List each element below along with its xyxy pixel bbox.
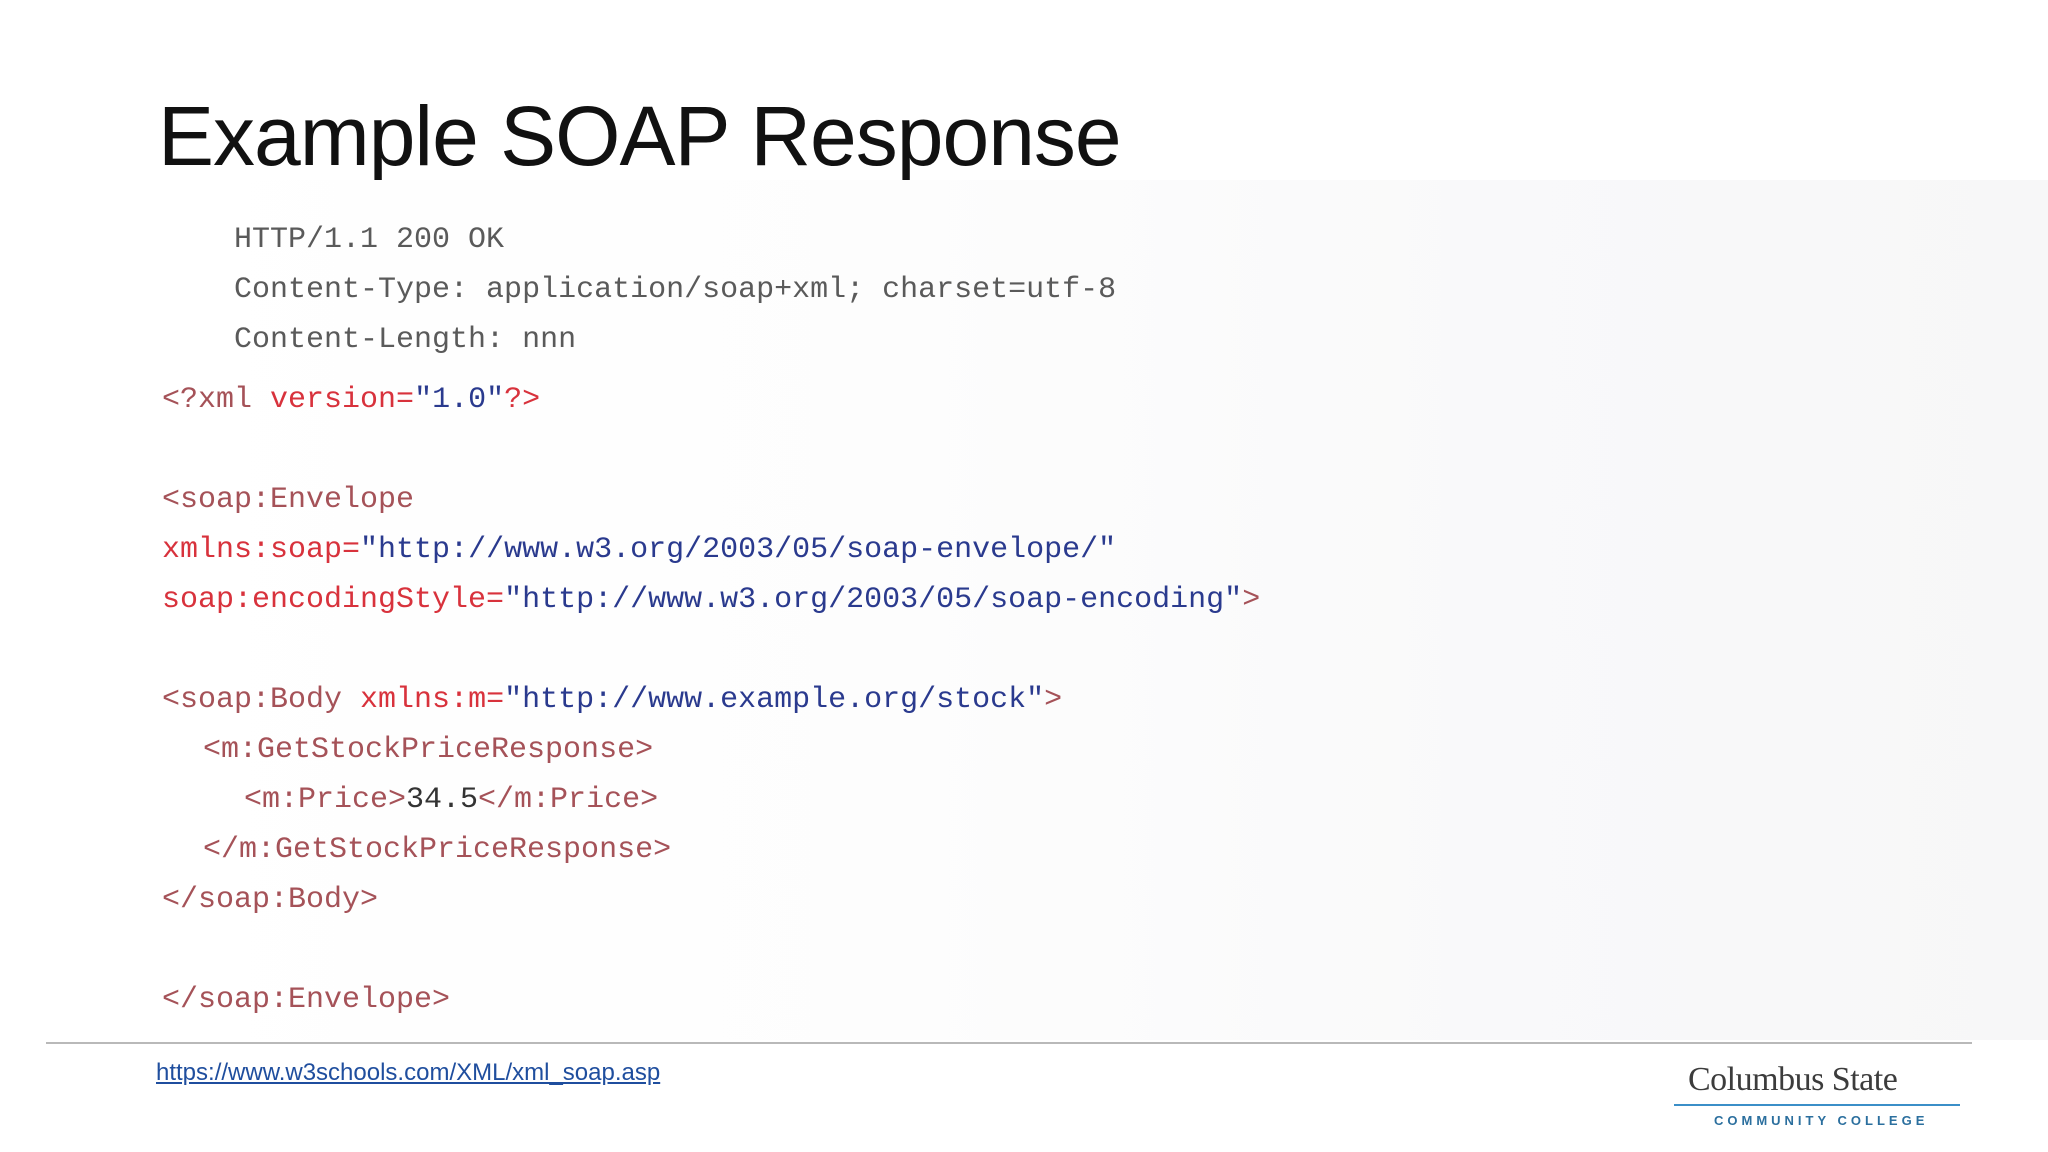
logo-subtitle: COMMUNITY COLLEGE (1714, 1113, 1929, 1128)
encoding-style-close: > (1242, 583, 1261, 617)
footer-divider (46, 1042, 1972, 1044)
xml-decl-attr: version= (270, 383, 415, 417)
code-line-response-close: </m:GetStockPriceResponse> (203, 830, 671, 870)
body-close-tag: </soap:Body> (162, 883, 379, 917)
price-close-tag: </m:Price> (478, 783, 659, 817)
encoding-style-value: "http://www.w3.org/2003/05/soap-encoding… (504, 583, 1243, 617)
envelope-open-tag: <soap:Envelope (162, 483, 415, 517)
body-open-tag: <soap:Body (162, 683, 361, 717)
logo-name: Columbus State (1688, 1061, 1898, 1098)
response-close-tag: </m:GetStockPriceResponse> (203, 833, 672, 867)
code-sample: HTTP/1.1 200 OK Content-Type: applicatio… (150, 180, 2048, 1040)
code-line-body-open: <soap:Body xmlns:m="http://www.example.o… (162, 680, 1062, 720)
body-xmlns-value: "http://www.example.org/stock" (504, 683, 1045, 717)
http-status-text: HTTP/1.1 200 OK (234, 223, 505, 257)
envelope-close-tag: </soap:Envelope> (162, 983, 451, 1017)
response-open-tag: <m:GetStockPriceResponse> (203, 733, 654, 767)
encoding-style-attr: soap:encodingStyle= (162, 583, 505, 617)
code-line-content-length: Content-Length: nnn (162, 280, 576, 400)
price-open-tag: <m:Price> (244, 783, 407, 817)
content-length-text: Content-Length: nnn (234, 323, 577, 357)
body-xmlns-attr: xmlns:m= (360, 683, 505, 717)
price-value: 34.5 (406, 783, 479, 817)
code-line-encoding-style: soap:encodingStyle="http://www.w3.org/20… (162, 580, 1260, 620)
code-line-xmlns-soap: xmlns:soap="http://www.w3.org/2003/05/so… (162, 530, 1116, 570)
source-link[interactable]: https://www.w3schools.com/XML/xml_soap.a… (156, 1059, 661, 1086)
columbus-state-logo: Columbus State COMMUNITY COLLEGE (1672, 1060, 1962, 1136)
body-open-close: > (1044, 683, 1063, 717)
code-line-content-type: Content-Type: application/soap+xml; char… (162, 230, 1116, 350)
code-line-envelope-open: <soap:Envelope (162, 480, 414, 520)
code-line-envelope-close: </soap:Envelope> (162, 980, 450, 1020)
xmlns-soap-value: "http://www.w3.org/2003/05/soap-envelope… (360, 533, 1117, 567)
code-line-response-open: <m:GetStockPriceResponse> (203, 730, 653, 770)
logo-rule (1674, 1104, 1960, 1106)
code-line-body-close: </soap:Body> (162, 880, 378, 920)
xml-decl-value: "1.0" (414, 383, 505, 417)
code-line-http-status: HTTP/1.1 200 OK (162, 180, 504, 300)
xml-decl-close: ?> (504, 383, 541, 417)
code-line-price: <m:Price>34.5</m:Price> (244, 780, 658, 820)
slide-title: Example SOAP Response (158, 89, 1122, 183)
content-type-text: Content-Type: application/soap+xml; char… (234, 273, 1117, 307)
xml-decl-open: <?xml (162, 383, 271, 417)
xmlns-soap-attr: xmlns:soap= (162, 533, 361, 567)
code-line-xml-declaration: <?xml version="1.0"?> (162, 380, 540, 420)
